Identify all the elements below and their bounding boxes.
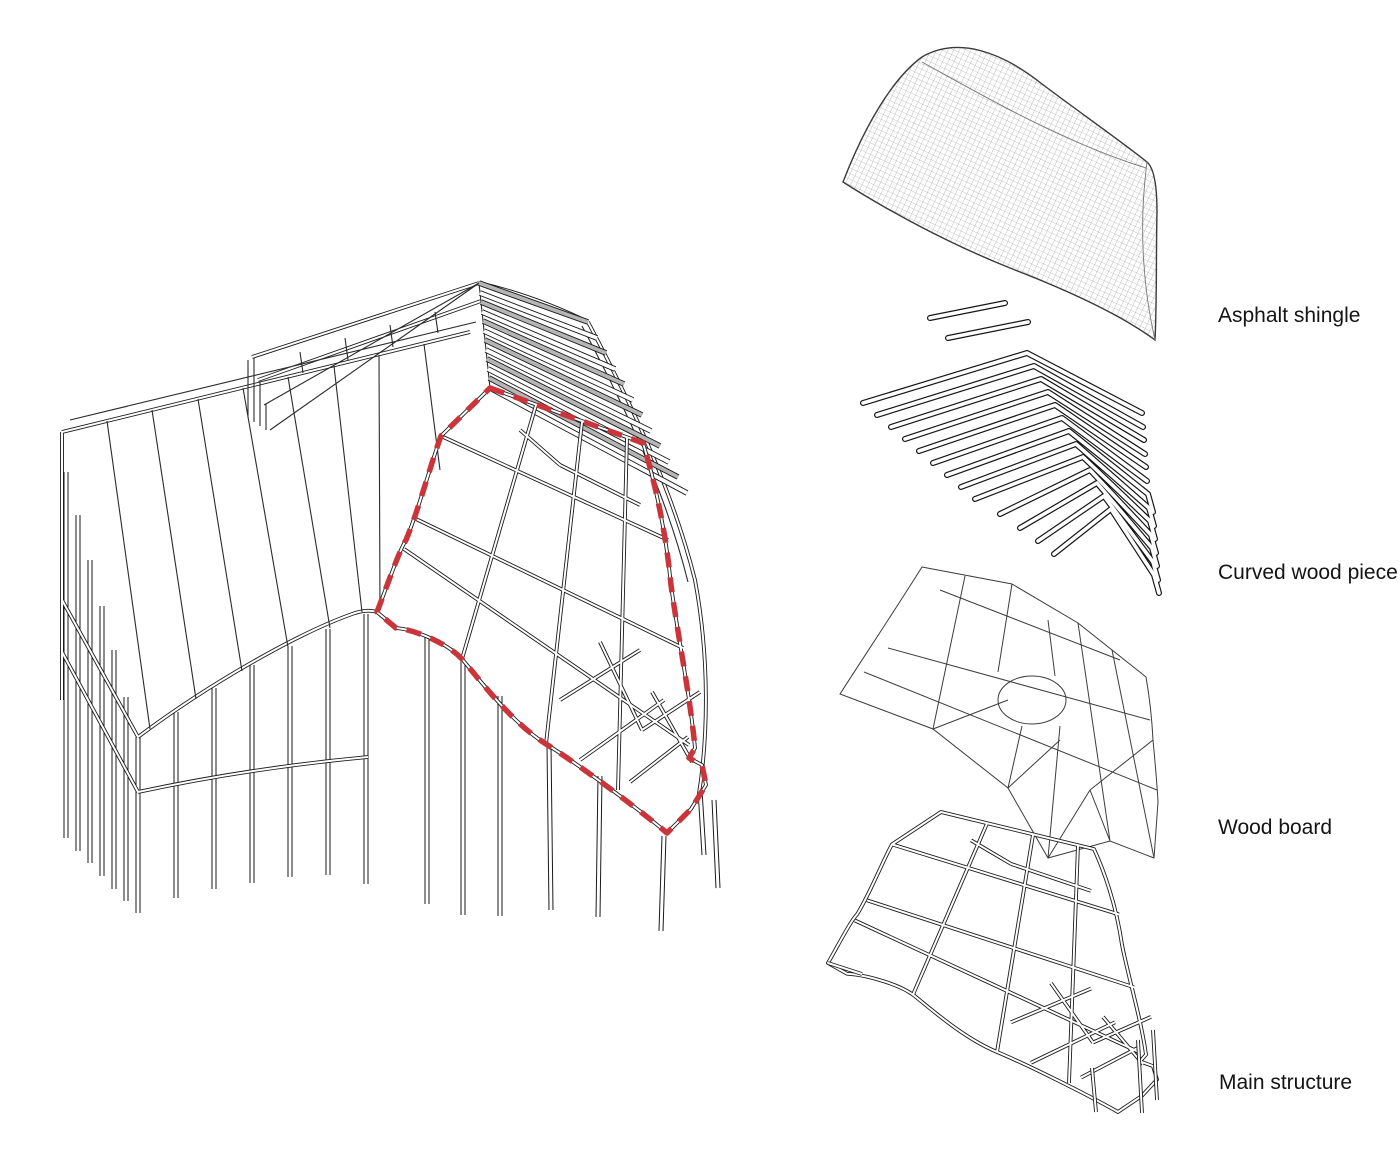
pavilion-beams [60,281,708,802]
layer-asphalt-shingle [842,46,1158,341]
label-asphalt-shingle: Asphalt shingle [1218,304,1360,327]
layer-curved-wood-pieces [863,303,1159,593]
wood-board-facets [863,575,1158,859]
label-wood-board: Wood board [1218,816,1332,839]
label-curved-wood-piece: Curved wood piece [1218,561,1398,584]
shingle-fold-line [1142,161,1156,341]
wood-board-outline [839,566,1159,859]
pavilion-wireframe [60,281,718,931]
main-structure-legs [827,961,1159,1114]
layer-wood-board [839,566,1159,859]
shingle-mesh-surface [842,46,1158,341]
wood-board-opening [997,675,1067,725]
label-main-structure: Main structure [1219,1071,1352,1094]
layer-main-structure [826,810,1159,1114]
shingle-ridge-line [921,61,1147,169]
